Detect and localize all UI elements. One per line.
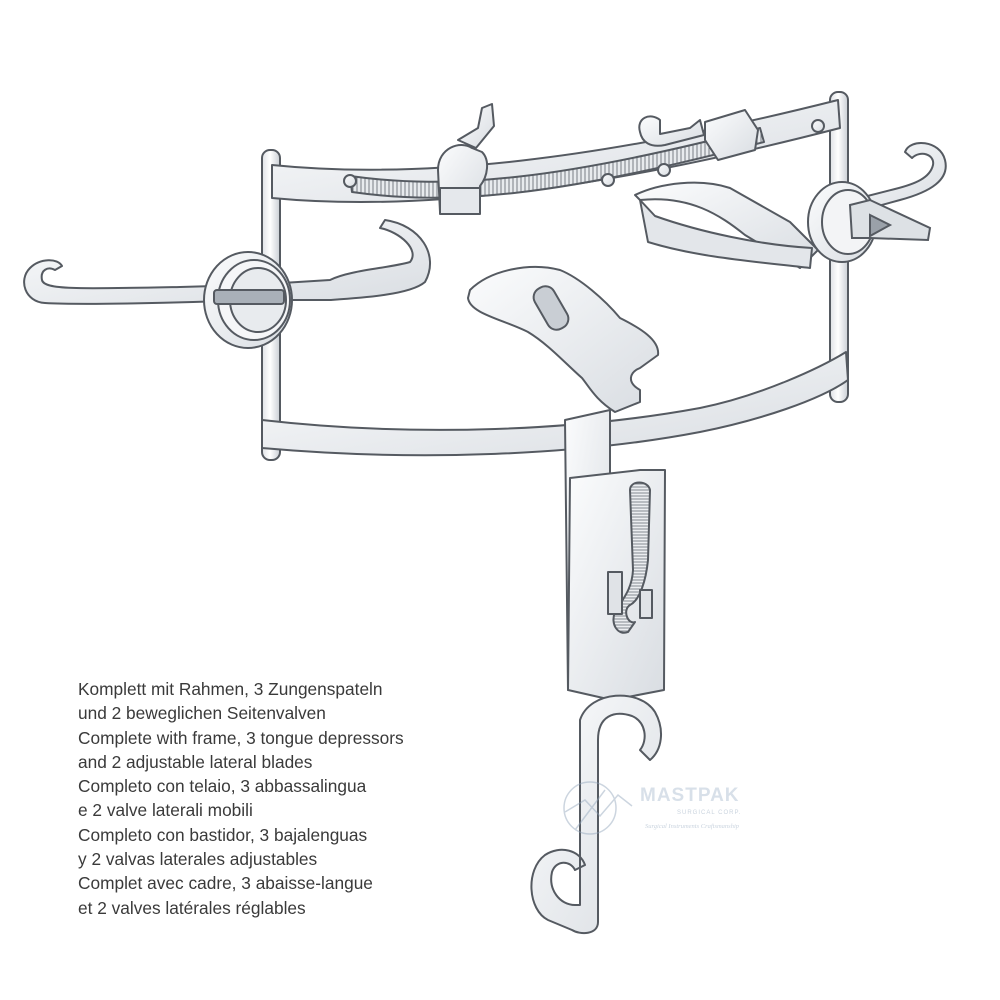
- lower-blade-hook: [530, 694, 662, 935]
- upper-tongue-blade-tip: [639, 199, 813, 269]
- description-line: Completo con telaio, 3 abbassalingua: [78, 776, 367, 797]
- watermark-name: MASTPAK: [640, 785, 740, 806]
- ratchet-lock-block: [439, 187, 481, 215]
- latch-clip: [639, 589, 653, 619]
- watermark-corp: SURGICAL CORP.: [677, 810, 742, 816]
- frame-rivet: [811, 119, 825, 133]
- frame-rivet: [657, 163, 671, 177]
- lower-frame-arc: [261, 351, 849, 457]
- watermark: MASTPAK SURGICAL CORP. Surgical Instrume…: [545, 782, 775, 842]
- watermark-tagline: Surgical Instruments Craftsmanship: [645, 823, 740, 830]
- product-description: Komplett mit Rahmen, 3 Zungenspateln und…: [78, 677, 404, 920]
- description-line: y 2 valvas laterales adjustables: [78, 849, 318, 870]
- left-hook-blade: [23, 219, 431, 305]
- description-line: e 2 valve laterali mobili: [78, 800, 253, 821]
- tongue-blade-plate: [467, 265, 660, 413]
- latch-clip: [607, 571, 623, 615]
- ratchet-slider-right: [704, 109, 759, 161]
- ratchet-lock-lever: [457, 103, 495, 149]
- frame-rivet: [601, 173, 615, 187]
- description-line: Complete with frame, 3 tongue depressors: [78, 727, 404, 748]
- tongue-blade-slot: [532, 285, 570, 331]
- left-thumbscrew: [203, 251, 293, 349]
- ratchet-slider-hook: [638, 115, 705, 147]
- description-line: Complet avec cadre, 3 abaisse-langue: [78, 873, 373, 894]
- description-line: et 2 valves latérales réglables: [78, 897, 306, 918]
- description-line: Komplett mit Rahmen, 3 Zungenspateln: [78, 679, 383, 699]
- description-line: and 2 adjustable lateral blades: [78, 751, 313, 772]
- description-line: und 2 beweglichen Seitenvalven: [78, 703, 326, 724]
- watermark-logo: [563, 781, 633, 835]
- description-line: Completo con bastidor, 3 bajalenguas: [78, 824, 368, 845]
- top-frame-arc: [271, 99, 841, 204]
- right-thumbscrew: [807, 181, 932, 263]
- frame-rivet: [343, 174, 357, 188]
